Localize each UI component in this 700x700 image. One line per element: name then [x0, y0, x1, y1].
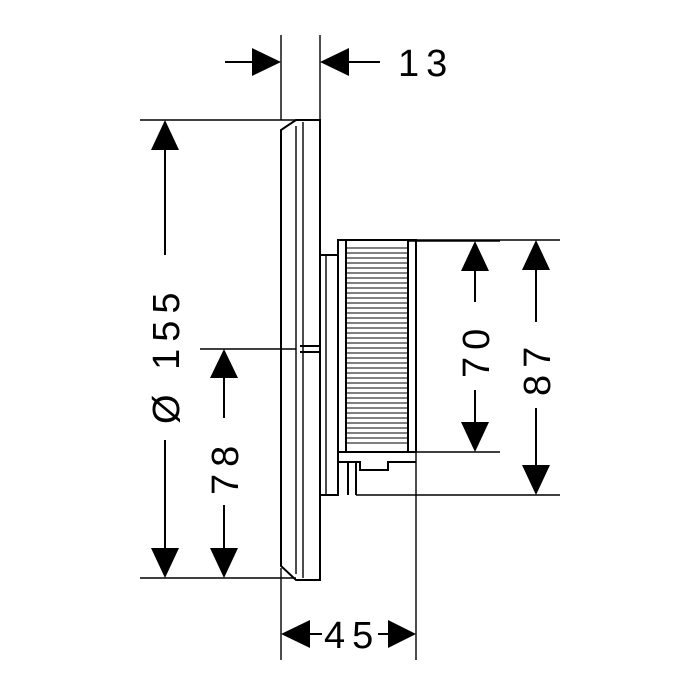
center-height-label: 78: [205, 439, 247, 495]
diameter-label: Ø 155: [146, 285, 188, 424]
dimension-center-height: 78: [200, 348, 296, 578]
depth-label: 45: [324, 615, 380, 657]
total-height-label: 87: [517, 340, 559, 396]
knob-height-label: 70: [456, 322, 498, 378]
knob-ribs: [346, 247, 408, 444]
dimension-total-height: 87: [356, 239, 560, 496]
cover-plate: [280, 119, 321, 581]
control-knob: [337, 239, 417, 495]
valve-stem: [320, 254, 339, 496]
dimension-depth: 45: [280, 452, 417, 660]
dimension-thickness: 13: [225, 35, 454, 120]
dimension-knob-height: 70: [408, 240, 500, 453]
dimension-diameter: Ø 155: [140, 119, 296, 579]
thickness-label: 13: [398, 43, 454, 85]
